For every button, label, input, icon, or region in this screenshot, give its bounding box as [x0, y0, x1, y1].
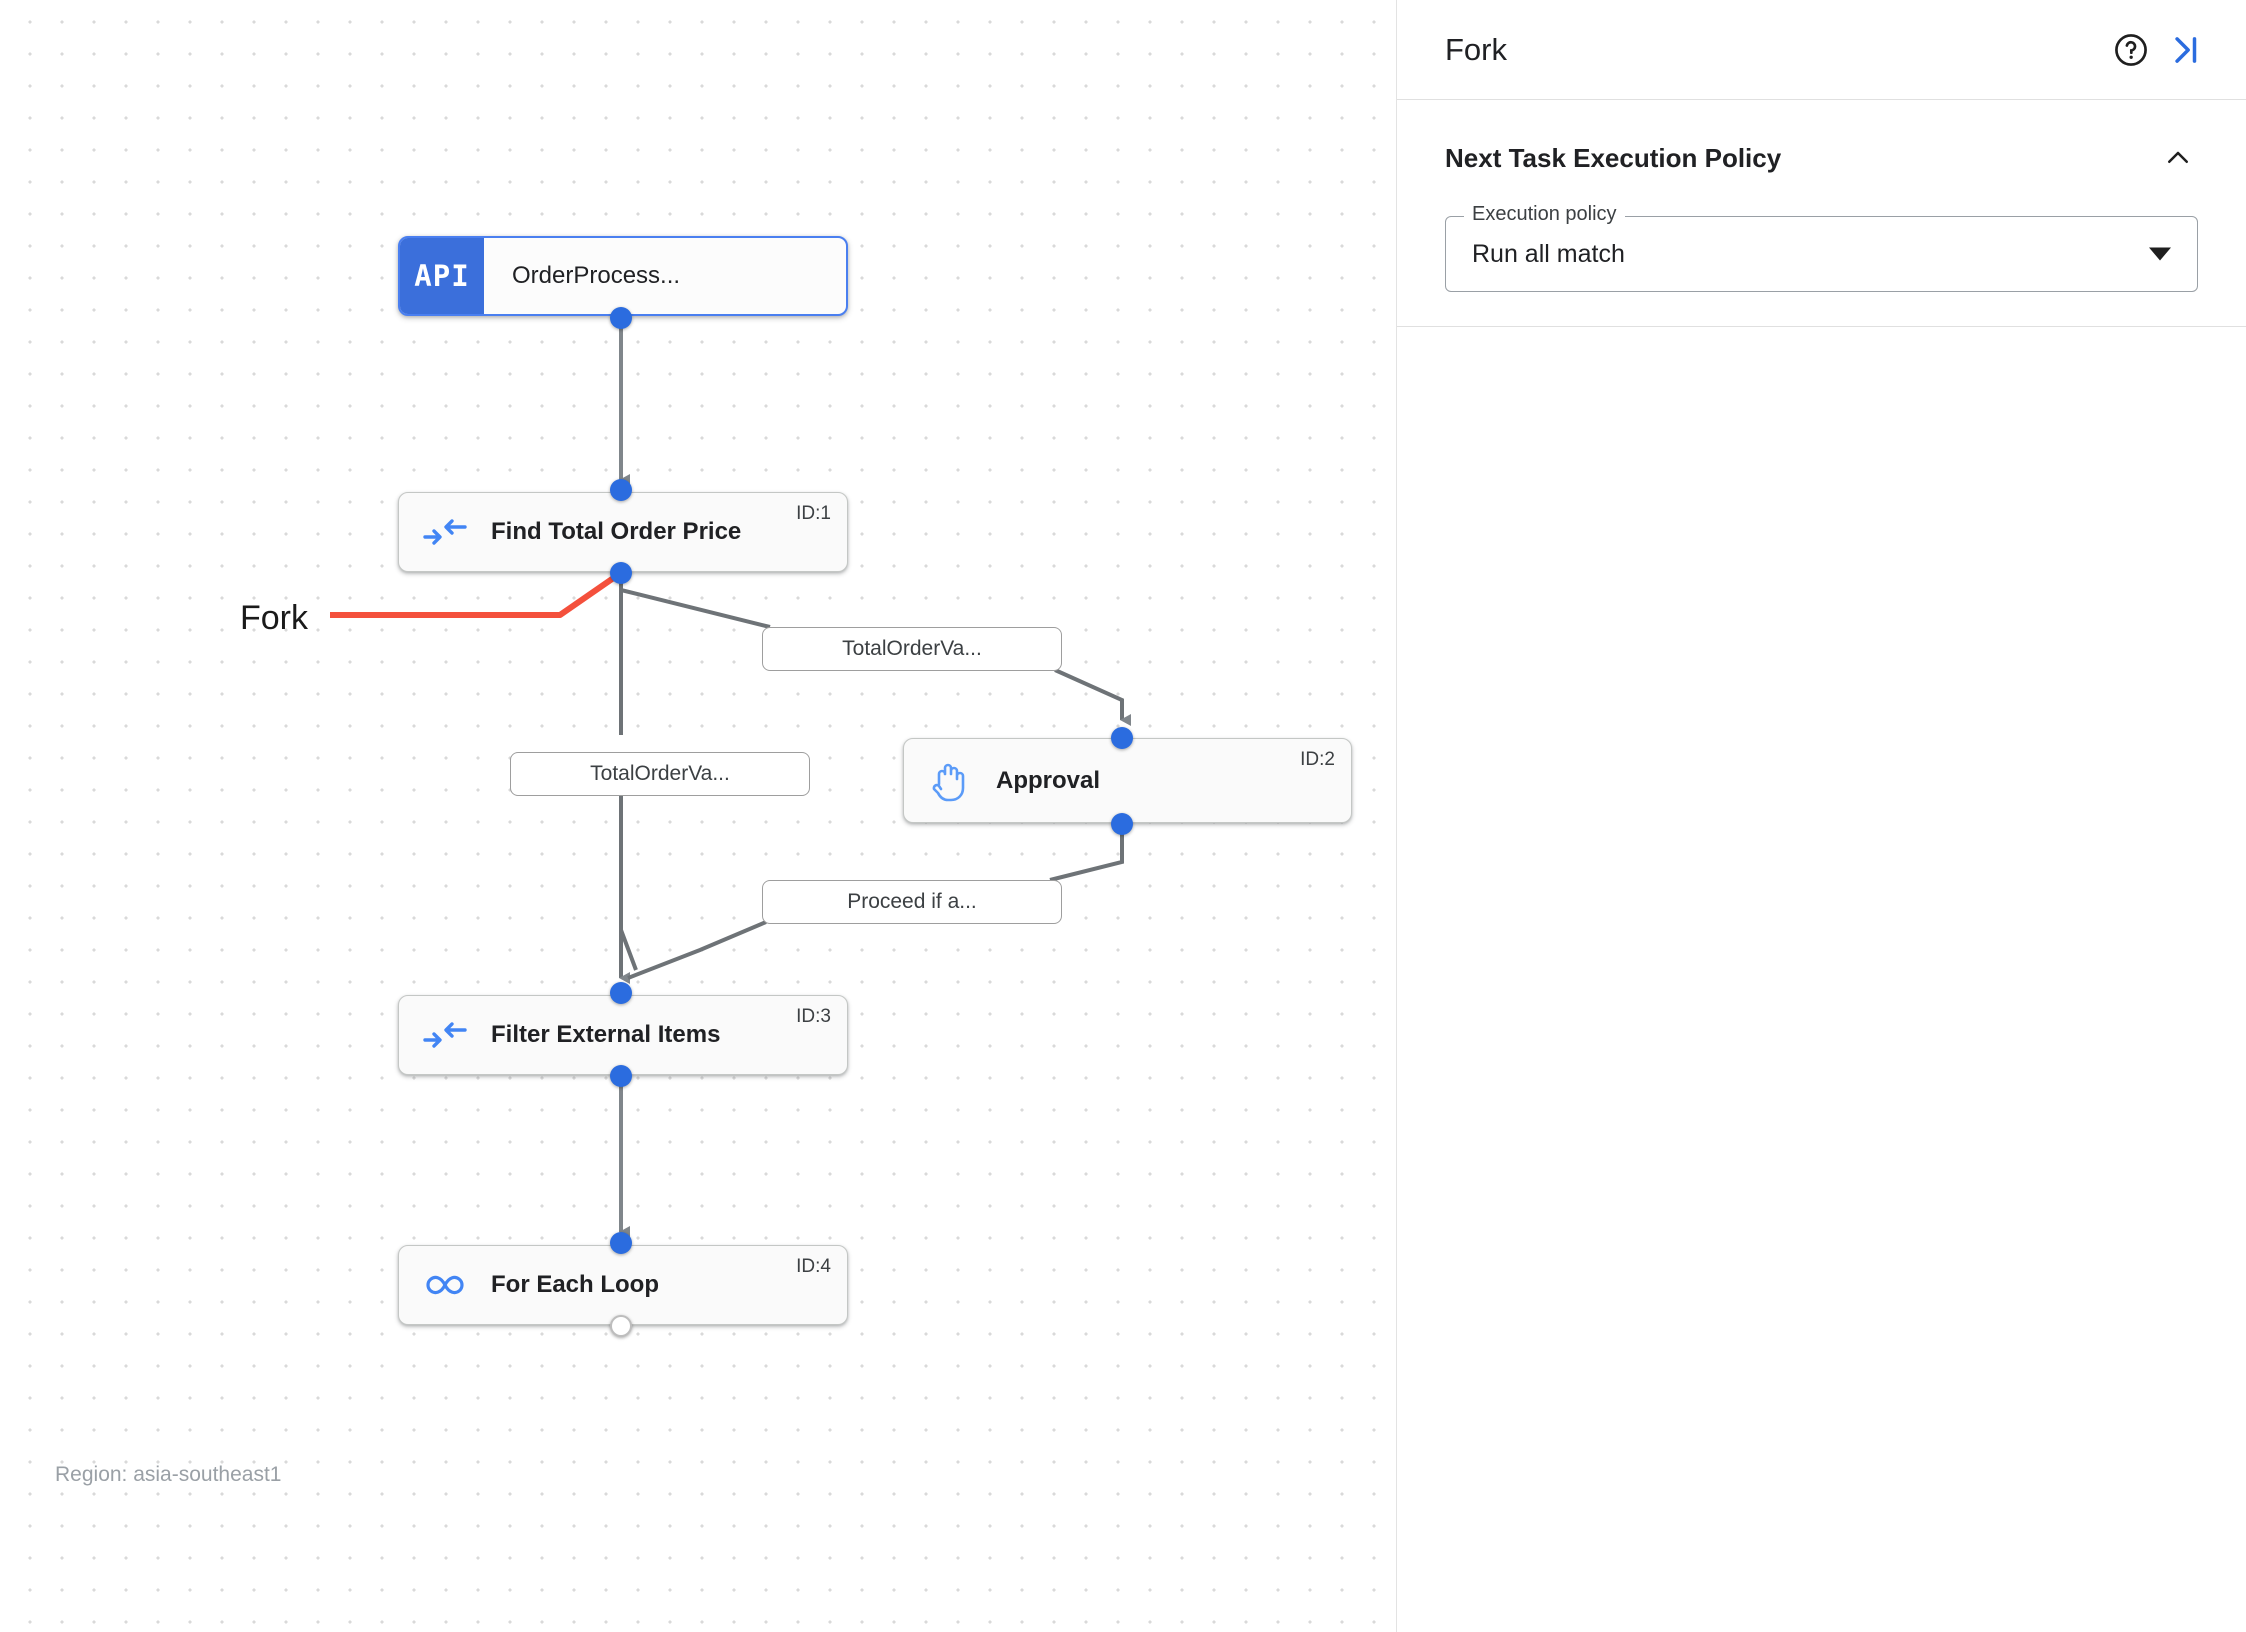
help-circle-icon[interactable]	[2104, 23, 2158, 77]
properties-panel: Fork Next Task Execution Policy	[1397, 0, 2246, 1632]
filter-icon	[399, 1020, 491, 1050]
node-id-label: ID:4	[796, 1256, 831, 1277]
node-id-label: ID:2	[1300, 749, 1335, 770]
workflow-node-approval[interactable]: Approval ID:2	[903, 738, 1352, 823]
execution-policy-value: Run all match	[1472, 239, 1625, 268]
api-icon: API	[400, 238, 484, 314]
chevron-up-icon[interactable]	[2158, 138, 2198, 178]
node-port-input[interactable]	[610, 982, 632, 1004]
chevron-down-icon[interactable]	[2149, 247, 2171, 261]
region-label: Region: asia-southeast1	[55, 1463, 282, 1486]
workflow-node-for-each-loop[interactable]: For Each Loop ID:4	[398, 1245, 848, 1325]
section-title: Next Task Execution Policy	[1445, 142, 1782, 173]
edge-label[interactable]: Proceed if a...	[762, 880, 1062, 924]
edge-label[interactable]: TotalOrderVa...	[510, 752, 810, 796]
node-port-input[interactable]	[1111, 727, 1133, 749]
node-port-output[interactable]	[610, 1065, 632, 1087]
panel-title: Fork	[1445, 31, 1507, 67]
node-port-input[interactable]	[610, 479, 632, 501]
node-title: OrderProcess...	[512, 262, 681, 289]
node-port-output[interactable]	[1111, 813, 1133, 835]
node-title: Filter External Items	[491, 1021, 721, 1048]
section-header[interactable]: Next Task Execution Policy	[1445, 138, 2198, 178]
workflow-canvas[interactable]: Fork API OrderProcess... Find Total Orde…	[0, 0, 1397, 1632]
edge-label[interactable]: TotalOrderVa...	[762, 627, 1062, 671]
node-title: Find Total Order Price	[491, 518, 742, 545]
node-title: For Each Loop	[491, 1271, 659, 1298]
node-title: Approval	[996, 766, 1101, 794]
collapse-right-icon[interactable]	[2158, 23, 2212, 77]
hand-icon	[904, 760, 996, 802]
filter-icon	[399, 517, 491, 547]
node-id-label: ID:3	[796, 1006, 831, 1027]
execution-policy-select[interactable]: Execution policy Run all match	[1445, 204, 2198, 292]
execution-policy-legend: Execution policy	[1464, 204, 1625, 224]
workflow-node-filter-external-items[interactable]: Filter External Items ID:3	[398, 995, 848, 1075]
node-port-output[interactable]	[610, 307, 632, 329]
workflow-node-find-total-order-price[interactable]: Find Total Order Price ID:1	[398, 492, 848, 572]
next-task-execution-policy-section: Next Task Execution Policy Execution pol…	[1397, 100, 2246, 327]
node-port-input[interactable]	[610, 1232, 632, 1254]
panel-header: Fork	[1397, 0, 2246, 100]
fork-annotation-label: Fork	[240, 599, 308, 637]
node-port-output[interactable]	[610, 562, 632, 584]
node-id-label: ID:1	[796, 503, 831, 524]
loop-icon	[399, 1272, 491, 1298]
workflow-node-orderprocess[interactable]: API OrderProcess...	[398, 236, 848, 316]
node-port-output[interactable]	[610, 1315, 632, 1337]
